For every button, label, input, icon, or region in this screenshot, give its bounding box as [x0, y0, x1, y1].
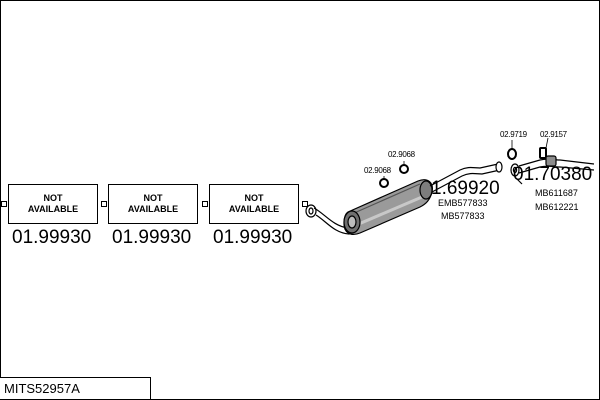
- rear-silencer[interactable]: [545, 155, 557, 167]
- model-code: MITS52957A: [4, 381, 80, 396]
- box-1-right-connector: [101, 201, 107, 207]
- hanger-rubber-4[interactable]: [539, 147, 547, 159]
- hanger-rubber-3[interactable]: [507, 148, 517, 160]
- hanger-label-2[interactable]: 02.9068: [388, 150, 415, 159]
- hanger-label-4[interactable]: 02.9157: [540, 130, 567, 139]
- center-silencer-ref-2: MB577833: [441, 211, 485, 221]
- rear-silencer-ref-2: MB612221: [535, 202, 579, 212]
- hanger-rubber-2[interactable]: [399, 164, 409, 174]
- not-available-box-1[interactable]: NOT AVAILABLE: [8, 184, 98, 224]
- part-number-box-3[interactable]: 01.99930: [213, 227, 293, 248]
- hanger-rubber-1[interactable]: [379, 178, 389, 188]
- center-silencer[interactable]: [343, 179, 433, 236]
- box-2-right-connector: [202, 201, 208, 207]
- part-number-box-1[interactable]: 01.99930: [12, 227, 92, 248]
- hanger-label-1[interactable]: 02.9068: [364, 166, 391, 175]
- front-flange[interactable]: [305, 204, 317, 218]
- box-3-right-connector: [302, 201, 308, 207]
- leader-lines: [383, 137, 549, 179]
- model-code-box: MITS52957A: [0, 377, 151, 400]
- hanger-label-3[interactable]: 02.9719: [500, 130, 527, 139]
- not-available-label: NOT AVAILABLE: [228, 193, 280, 214]
- part-number-box-2[interactable]: 01.99930: [112, 227, 192, 248]
- not-available-box-2[interactable]: NOT AVAILABLE: [108, 184, 198, 224]
- not-available-label: NOT AVAILABLE: [27, 193, 79, 214]
- rear-silencer-part-number[interactable]: 01.70380: [513, 164, 593, 185]
- middle-pipe[interactable]: [429, 163, 501, 193]
- rear-silencer-ref-1: MB611687: [535, 188, 578, 198]
- not-available-label: NOT AVAILABLE: [127, 193, 179, 214]
- rear-hanger-bracket[interactable]: [515, 177, 523, 185]
- middle-clamp[interactable]: [495, 161, 503, 173]
- rear-flange[interactable]: [510, 163, 520, 177]
- center-silencer-ref-1: EMB577833: [438, 198, 488, 208]
- box-1-left-connector: [1, 201, 7, 207]
- center-silencer-part-number[interactable]: 1.69920: [431, 178, 500, 199]
- not-available-box-3[interactable]: NOT AVAILABLE: [209, 184, 299, 224]
